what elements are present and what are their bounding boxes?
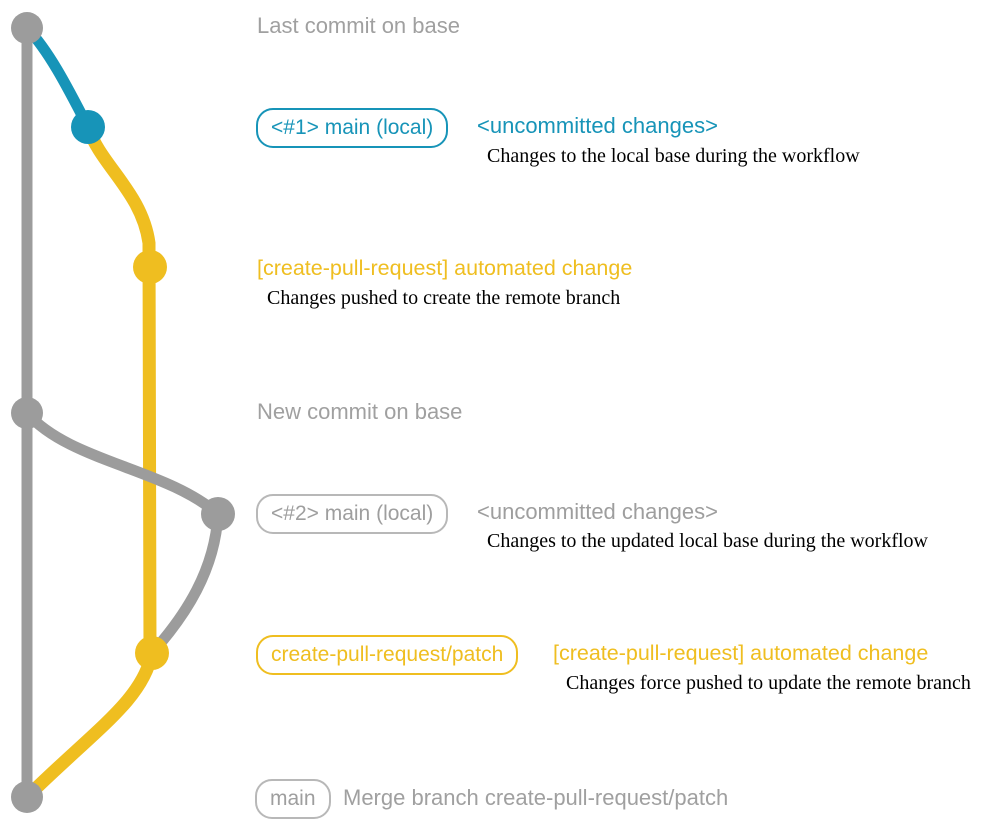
- main-local-1-branch-curve: [21, 22, 94, 133]
- status-uncommitted-changes-1: <uncommitted changes>: [477, 113, 718, 138]
- main-local-2-update-curve: [146, 508, 224, 659]
- commit-title-merge-branch: Merge branch create-pull-request/patch: [343, 785, 729, 810]
- branch-badge-create-pull-request-patch: create-pull-request/patch: [256, 635, 519, 675]
- description-force-push-remote-branch: Changes force pushed to update the remot…: [566, 672, 971, 694]
- status-uncommitted-changes-2: <uncommitted changes>: [477, 499, 718, 524]
- description-local-base-changes-1: Changes to the local base during the wor…: [487, 145, 860, 167]
- commit-dot-base-new: [11, 397, 43, 429]
- description-push-create-remote-branch: Changes pushed to create the remote bran…: [267, 287, 621, 309]
- description-local-base-changes-2: Changes to the updated local base during…: [487, 530, 928, 552]
- patch-branch-line: [81, 120, 157, 660]
- main-local-2-branch-curve: [21, 407, 224, 520]
- branch-badge-main: main: [255, 779, 331, 819]
- commit-title-automated-change-2: [create-pull-request] automated change: [553, 641, 929, 665]
- patch-merge-curve: [20, 646, 159, 804]
- commit-dot-base-last: [11, 12, 43, 44]
- commit-dot-merge: [11, 781, 43, 813]
- annotation-new-commit-on-base: New commit on base: [257, 399, 463, 424]
- commit-dot-main-local-1: [71, 110, 105, 144]
- branch-badge-main-local-1: <#1> main (local): [256, 108, 449, 148]
- branch-badge-main-local-2: <#2> main (local): [256, 494, 449, 534]
- commit-dot-main-local-2: [201, 497, 235, 531]
- annotation-last-commit-on-base: Last commit on base: [257, 13, 460, 38]
- commit-title-automated-change-1: [create-pull-request] automated change: [257, 256, 633, 280]
- commit-dot-patch-2: [135, 636, 169, 670]
- commit-dot-patch-1: [133, 250, 167, 284]
